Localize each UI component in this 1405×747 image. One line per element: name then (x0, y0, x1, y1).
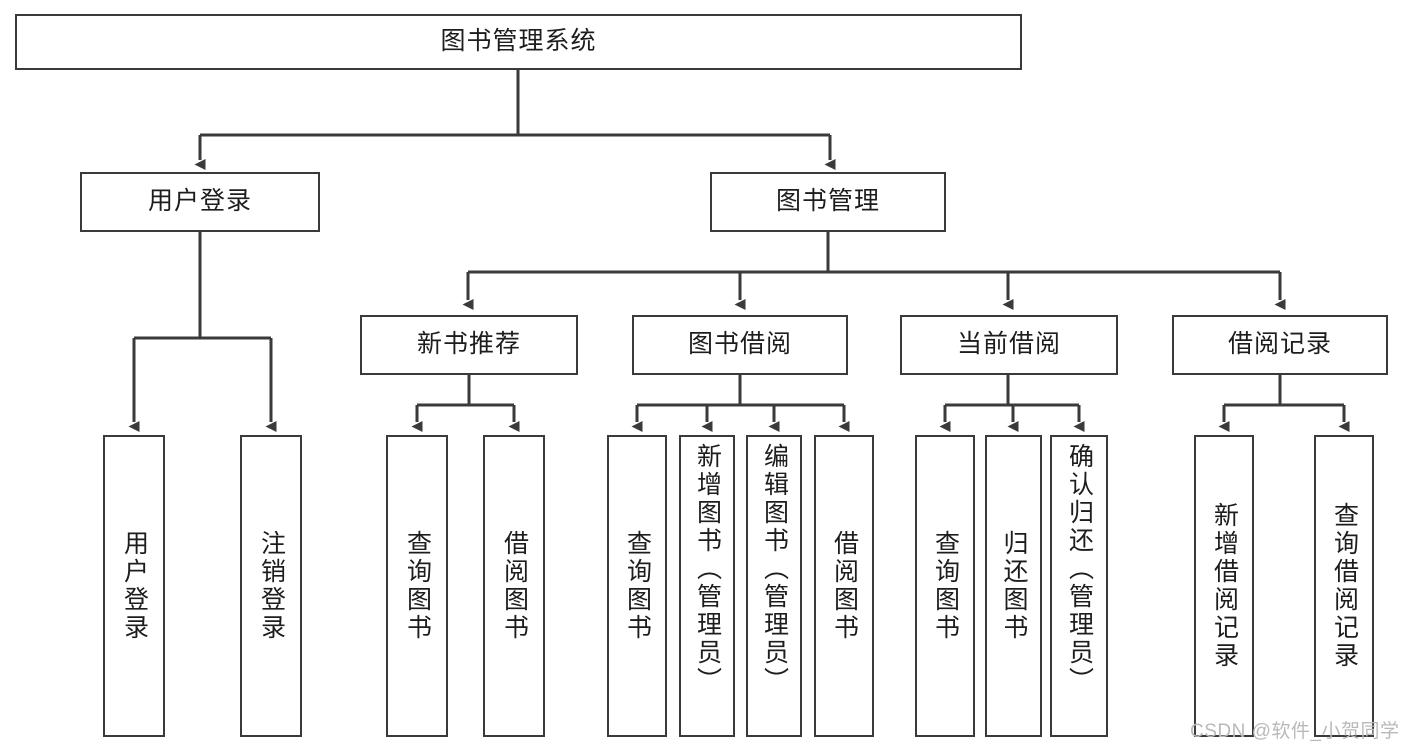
node-leaf-leaf-add-book[interactable]: 新增图书（管理员） (679, 435, 735, 737)
node-level3-new-book-recommend-label: 新书推荐 (416, 330, 521, 359)
node-leaf-leaf-query-record[interactable]: 查询借阅记录 (1314, 435, 1374, 737)
node-leaf-leaf-borrow-book-label: 借阅图书 (830, 530, 859, 642)
node-level3-borrow-record-label: 借阅记录 (1227, 330, 1332, 359)
node-leaf-leaf-logout-label: 注销登录 (257, 530, 286, 642)
node-leaf-leaf-confirm-return-label: 确认归还（管理员） (1065, 443, 1094, 695)
node-leaf-leaf-borrow-book-rec[interactable]: 借阅图书 (483, 435, 545, 737)
node-leaf-leaf-return-book[interactable]: 归还图书 (985, 435, 1042, 737)
node-level3-book-borrow-label: 图书借阅 (687, 330, 792, 359)
node-leaf-leaf-query-book-rec[interactable]: 查询图书 (386, 435, 448, 737)
node-leaf-leaf-confirm-return[interactable]: 确认归还（管理员） (1050, 435, 1108, 737)
node-leaf-leaf-edit-book[interactable]: 编辑图书（管理员） (746, 435, 802, 737)
node-leaf-leaf-query-book-cur-label: 查询图书 (931, 530, 960, 642)
node-level3-book-borrow[interactable]: 图书借阅 (632, 315, 848, 375)
node-leaf-leaf-query-book-rec-label: 查询图书 (403, 530, 432, 642)
node-leaf-leaf-add-book-label: 新增图书（管理员） (693, 443, 722, 695)
node-leaf-leaf-return-book-label: 归还图书 (1000, 530, 1028, 642)
node-leaf-leaf-add-record-label: 新增借阅记录 (1210, 502, 1239, 670)
node-level3-new-book-recommend[interactable]: 新书推荐 (360, 315, 578, 375)
node-level2-book-manage[interactable]: 图书管理 (710, 172, 946, 232)
node-leaf-leaf-user-login-label: 用户登录 (120, 530, 149, 642)
node-level3-current-borrow[interactable]: 当前借阅 (900, 315, 1118, 375)
node-leaf-leaf-borrow-book[interactable]: 借阅图书 (814, 435, 874, 737)
node-level3-borrow-record[interactable]: 借阅记录 (1172, 315, 1388, 375)
node-level2-user-login-label: 用户登录 (147, 187, 252, 216)
node-leaf-leaf-borrow-book-rec-label: 借阅图书 (500, 530, 529, 642)
node-level2-user-login[interactable]: 用户登录 (80, 172, 320, 232)
node-leaf-leaf-edit-book-label: 编辑图书（管理员） (760, 443, 789, 695)
node-level3-current-borrow-label: 当前借阅 (956, 330, 1061, 359)
node-leaf-leaf-add-record[interactable]: 新增借阅记录 (1194, 435, 1254, 737)
node-level2-book-manage-label: 图书管理 (775, 187, 880, 216)
node-leaf-leaf-user-login[interactable]: 用户登录 (103, 435, 165, 737)
node-leaf-leaf-query-book-borrow-label: 查询图书 (623, 530, 652, 642)
node-leaf-leaf-query-book-cur[interactable]: 查询图书 (915, 435, 975, 737)
node-leaf-leaf-query-record-label: 查询借阅记录 (1330, 502, 1359, 670)
node-leaf-leaf-logout[interactable]: 注销登录 (240, 435, 302, 737)
node-root-label: 图书管理系统 (440, 27, 597, 56)
node-leaf-leaf-query-book-borrow[interactable]: 查询图书 (607, 435, 667, 737)
node-root-system[interactable]: 图书管理系统 (15, 14, 1022, 70)
